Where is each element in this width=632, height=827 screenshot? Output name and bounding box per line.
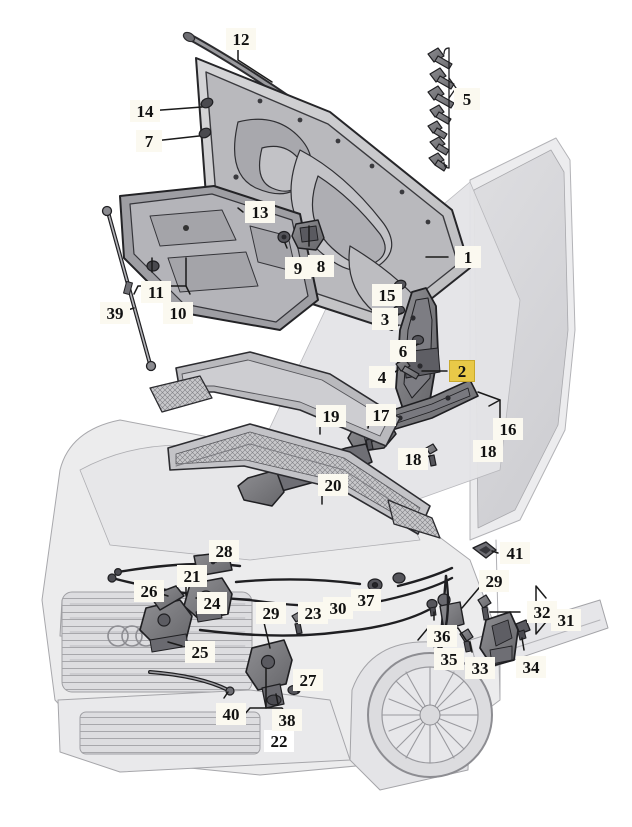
callout-label-8[interactable]: 8 <box>308 255 334 277</box>
callout-label-19[interactable]: 19 <box>316 405 346 427</box>
callout-number: 41 <box>506 543 524 563</box>
callout-number: 21 <box>183 566 201 586</box>
callout-label-12[interactable]: 12 <box>226 28 256 50</box>
callout-label-7[interactable]: 7 <box>136 130 162 152</box>
callout-label-28[interactable]: 28 <box>209 540 239 562</box>
callout-label-29[interactable]: 29 <box>479 570 509 592</box>
callout-label-38[interactable]: 38 <box>272 709 302 731</box>
callout-label-32[interactable]: 32 <box>527 601 557 623</box>
callout-number: 40 <box>222 704 240 724</box>
callout-number: 9 <box>293 258 303 278</box>
callout-label-17[interactable]: 17 <box>366 404 396 426</box>
callout-label-9[interactable]: 9 <box>285 257 311 279</box>
callout-number: 3 <box>380 309 390 329</box>
callout-number: 34 <box>522 657 540 677</box>
callout-label-15[interactable]: 15 <box>372 284 402 306</box>
callout-number: 29 <box>485 571 503 591</box>
callout-label-23[interactable]: 23 <box>298 602 328 624</box>
callout-number: 38 <box>278 710 296 730</box>
callout-number: 8 <box>316 256 326 276</box>
callout-label-25[interactable]: 25 <box>185 641 215 663</box>
callout-label-37[interactable]: 37 <box>351 589 381 611</box>
callout-label-27[interactable]: 27 <box>293 669 323 691</box>
callout-label-14[interactable]: 14 <box>130 100 160 122</box>
callout-number: 22 <box>270 731 288 751</box>
callout-label-34[interactable]: 34 <box>516 656 546 678</box>
callout-number: 11 <box>147 282 165 302</box>
callout-number: 18 <box>479 441 497 461</box>
callout-number: 17 <box>372 405 390 425</box>
callout-number: 32 <box>533 602 551 622</box>
callout-number: 15 <box>378 285 396 305</box>
callout-number: 18 <box>404 449 422 469</box>
callout-number: 12 <box>232 29 250 49</box>
callout-number: 2 <box>457 361 467 381</box>
callout-label-18[interactable]: 18 <box>398 448 428 470</box>
callout-label-16[interactable]: 16 <box>493 418 523 440</box>
callout-number: 37 <box>357 590 375 610</box>
callout-label-36[interactable]: 36 <box>427 625 457 647</box>
callout-number: 4 <box>377 367 387 387</box>
callout-label-5[interactable]: 5 <box>454 88 480 110</box>
callout-label-40[interactable]: 40 <box>216 703 246 725</box>
callout-number: 29 <box>262 603 280 623</box>
callout-number: 30 <box>329 598 347 618</box>
callout-number: 13 <box>251 202 269 222</box>
callout-label-3[interactable]: 3 <box>372 308 398 330</box>
callout-number: 14 <box>136 101 154 121</box>
callout-label-10[interactable]: 10 <box>163 302 193 324</box>
callout-label-1[interactable]: 1 <box>455 246 481 268</box>
callout-label-29[interactable]: 29 <box>256 602 286 624</box>
callout-number: 16 <box>499 419 517 439</box>
callout-label-11[interactable]: 11 <box>141 281 171 303</box>
callout-number: 39 <box>106 303 124 323</box>
callout-label-18[interactable]: 18 <box>473 440 503 462</box>
callout-label-2[interactable]: 2 <box>449 360 475 382</box>
callout-number: 20 <box>324 475 342 495</box>
callout-number: 1 <box>463 247 473 267</box>
callout-number: 10 <box>169 303 187 323</box>
callout-number: 23 <box>304 603 322 623</box>
callout-label-30[interactable]: 30 <box>323 597 353 619</box>
callout-label-35[interactable]: 35 <box>434 648 464 670</box>
callout-label-6[interactable]: 6 <box>390 340 416 362</box>
callout-label-41[interactable]: 41 <box>500 542 530 564</box>
callout-number: 36 <box>433 626 451 646</box>
callout-number: 5 <box>462 89 472 109</box>
callout-number: 25 <box>191 642 209 662</box>
callout-label-4[interactable]: 4 <box>369 366 395 388</box>
callout-number: 33 <box>471 658 489 678</box>
callout-label-20[interactable]: 20 <box>318 474 348 496</box>
callout-label-26[interactable]: 26 <box>134 580 164 602</box>
callout-number: 31 <box>557 610 575 630</box>
callout-number: 35 <box>440 649 458 669</box>
callout-number: 26 <box>140 581 158 601</box>
callout-label-13[interactable]: 13 <box>245 201 275 223</box>
callout-number: 28 <box>215 541 233 561</box>
callout-number: 24 <box>203 593 221 613</box>
callout-number: 27 <box>299 670 317 690</box>
callout-label-31[interactable]: 31 <box>551 609 581 631</box>
callout-number: 7 <box>144 131 154 151</box>
callout-label-33[interactable]: 33 <box>465 657 495 679</box>
callout-label-24[interactable]: 24 <box>197 592 227 614</box>
callout-label-21[interactable]: 21 <box>177 565 207 587</box>
callout-label-22[interactable]: 22 <box>264 730 294 752</box>
callout-label-39[interactable]: 39 <box>100 302 130 324</box>
callout-number: 19 <box>322 406 340 426</box>
callout-number: 6 <box>398 341 408 361</box>
